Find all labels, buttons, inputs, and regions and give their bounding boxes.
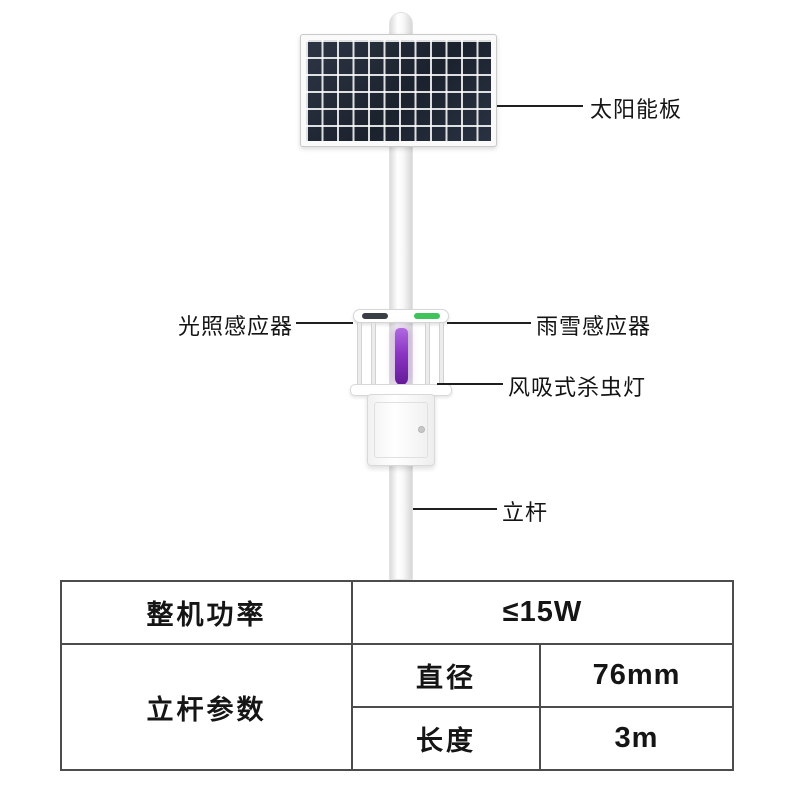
solar-panel-callout-line: [497, 105, 583, 107]
collection-box: [367, 394, 435, 466]
length-label-cell: 长度: [351, 706, 541, 771]
solar-panel-cells: [306, 40, 491, 141]
cage-rod: [425, 322, 430, 386]
solar-panel: [300, 34, 497, 147]
light-sensor-label: 光照感应器: [178, 314, 294, 339]
trap-top-cap: [353, 309, 449, 323]
table-row: 长度 3m: [61, 706, 734, 771]
light-sensor: [362, 313, 388, 319]
table-row: 整机功率 ≤15W: [60, 580, 734, 645]
light-sensor-callout-line: [296, 322, 353, 324]
cage-rod: [371, 322, 376, 386]
collection-box-door: [374, 402, 428, 458]
rain-snow-sensor-label: 雨雪感应器: [536, 314, 652, 339]
pole-label: 立杆: [502, 500, 549, 525]
power-value-cell: ≤15W: [351, 580, 734, 645]
spec-table: 整机功率 ≤15W 立杆参数 直径 76mm 长度 3m: [60, 580, 734, 771]
insect-lamp-callout-line: [437, 383, 503, 385]
rain-snow-sensor-callout-line: [447, 322, 531, 324]
diameter-value-cell: 76mm: [539, 643, 734, 708]
pole-params-label-cell: 立杆参数: [60, 643, 353, 771]
diameter-label-cell: 直径: [351, 643, 541, 708]
insect-lamp-label: 风吸式杀虫灯: [508, 375, 647, 400]
rain-snow-sensor-strip: [414, 313, 440, 319]
solar-panel-label: 太阳能板: [590, 97, 683, 122]
pole-callout-line: [413, 508, 497, 510]
collection-box-knob: [418, 426, 425, 433]
table-row: 立杆参数 直径 76mm: [60, 643, 734, 771]
cage-rod: [357, 322, 362, 386]
length-value-cell: 3m: [539, 706, 734, 771]
uv-lamp-tube: [395, 328, 408, 385]
cage-rod: [439, 322, 444, 386]
power-label-cell: 整机功率: [60, 580, 353, 645]
